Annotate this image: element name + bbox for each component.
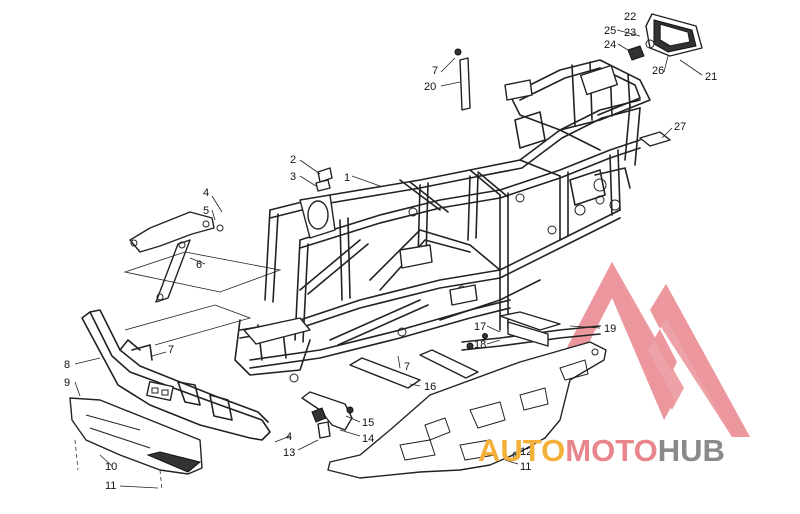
leader-lines xyxy=(74,29,703,489)
callout-21: 21 xyxy=(705,71,717,83)
callout-11-left: 11 xyxy=(105,480,116,492)
skid-plate-part-9 xyxy=(69,397,203,475)
callout-24: 24 xyxy=(604,39,616,51)
clip-part-2 xyxy=(315,167,333,192)
tail-light-part-22 xyxy=(645,13,703,57)
callout-1: 1 xyxy=(344,172,350,184)
watermark-auto: AUTO xyxy=(478,433,565,468)
callout-16: 16 xyxy=(424,381,436,393)
callout-7-top: 7 xyxy=(432,65,438,77)
callout-14: 14 xyxy=(362,433,374,445)
watermark-text: AUTOMOTOHUB xyxy=(478,433,725,468)
callout-18: 18 xyxy=(474,339,486,351)
callout-10: 10 xyxy=(105,461,117,473)
callout-12: 12 xyxy=(520,446,532,458)
floor-pan-part-12 xyxy=(327,341,607,479)
callout-7-bumper: 7 xyxy=(168,344,174,356)
strut-part-6 xyxy=(155,239,191,303)
callout-20: 20 xyxy=(424,81,436,93)
bar-part-20 xyxy=(454,48,471,111)
callout-25: 25 xyxy=(604,25,616,37)
callout-15: 15 xyxy=(362,417,374,429)
footrest-part-18 xyxy=(461,311,601,351)
callout-5: 5 xyxy=(203,205,209,217)
callout-8: 8 xyxy=(64,359,70,371)
callout-11-right: 11 xyxy=(520,461,531,473)
callout-19: 19 xyxy=(604,323,616,335)
callout-17: 17 xyxy=(474,321,486,333)
pad-part-27 xyxy=(639,131,671,147)
callout-23: 23 xyxy=(624,27,636,39)
watermark-hub: HUB xyxy=(658,433,725,468)
callout-9: 9 xyxy=(64,377,70,389)
callout-2: 2 xyxy=(290,154,296,166)
triangle-m-logo-icon xyxy=(520,262,750,437)
callout-13: 13 xyxy=(283,447,295,459)
callout-7-mid: 7 xyxy=(404,361,410,373)
callout-26: 26 xyxy=(652,65,664,77)
watermark-moto: MOTO xyxy=(565,433,657,468)
callout-3: 3 xyxy=(290,171,296,183)
bracket-part-14 xyxy=(301,391,354,439)
main-frame xyxy=(234,59,651,383)
callout-4-upper: 4 xyxy=(203,187,209,199)
callout-27: 27 xyxy=(674,121,686,133)
svg-text:AUTOMOTOHUB: AUTOMOTOHUB xyxy=(478,433,725,468)
bracket-part-5 xyxy=(129,211,224,253)
callout-labels: 1 2 3 4 4 5 6 7 7 7 8 9 10 11 11 12 13 1… xyxy=(64,11,717,492)
front-bumper-part-8 xyxy=(81,309,271,441)
callout-22: 22 xyxy=(624,11,636,23)
callout-6: 6 xyxy=(196,259,202,271)
callout-4-lower: 4 xyxy=(286,431,292,443)
bulb-part-24 xyxy=(627,39,655,61)
mud-flap-part-16 xyxy=(349,349,479,389)
